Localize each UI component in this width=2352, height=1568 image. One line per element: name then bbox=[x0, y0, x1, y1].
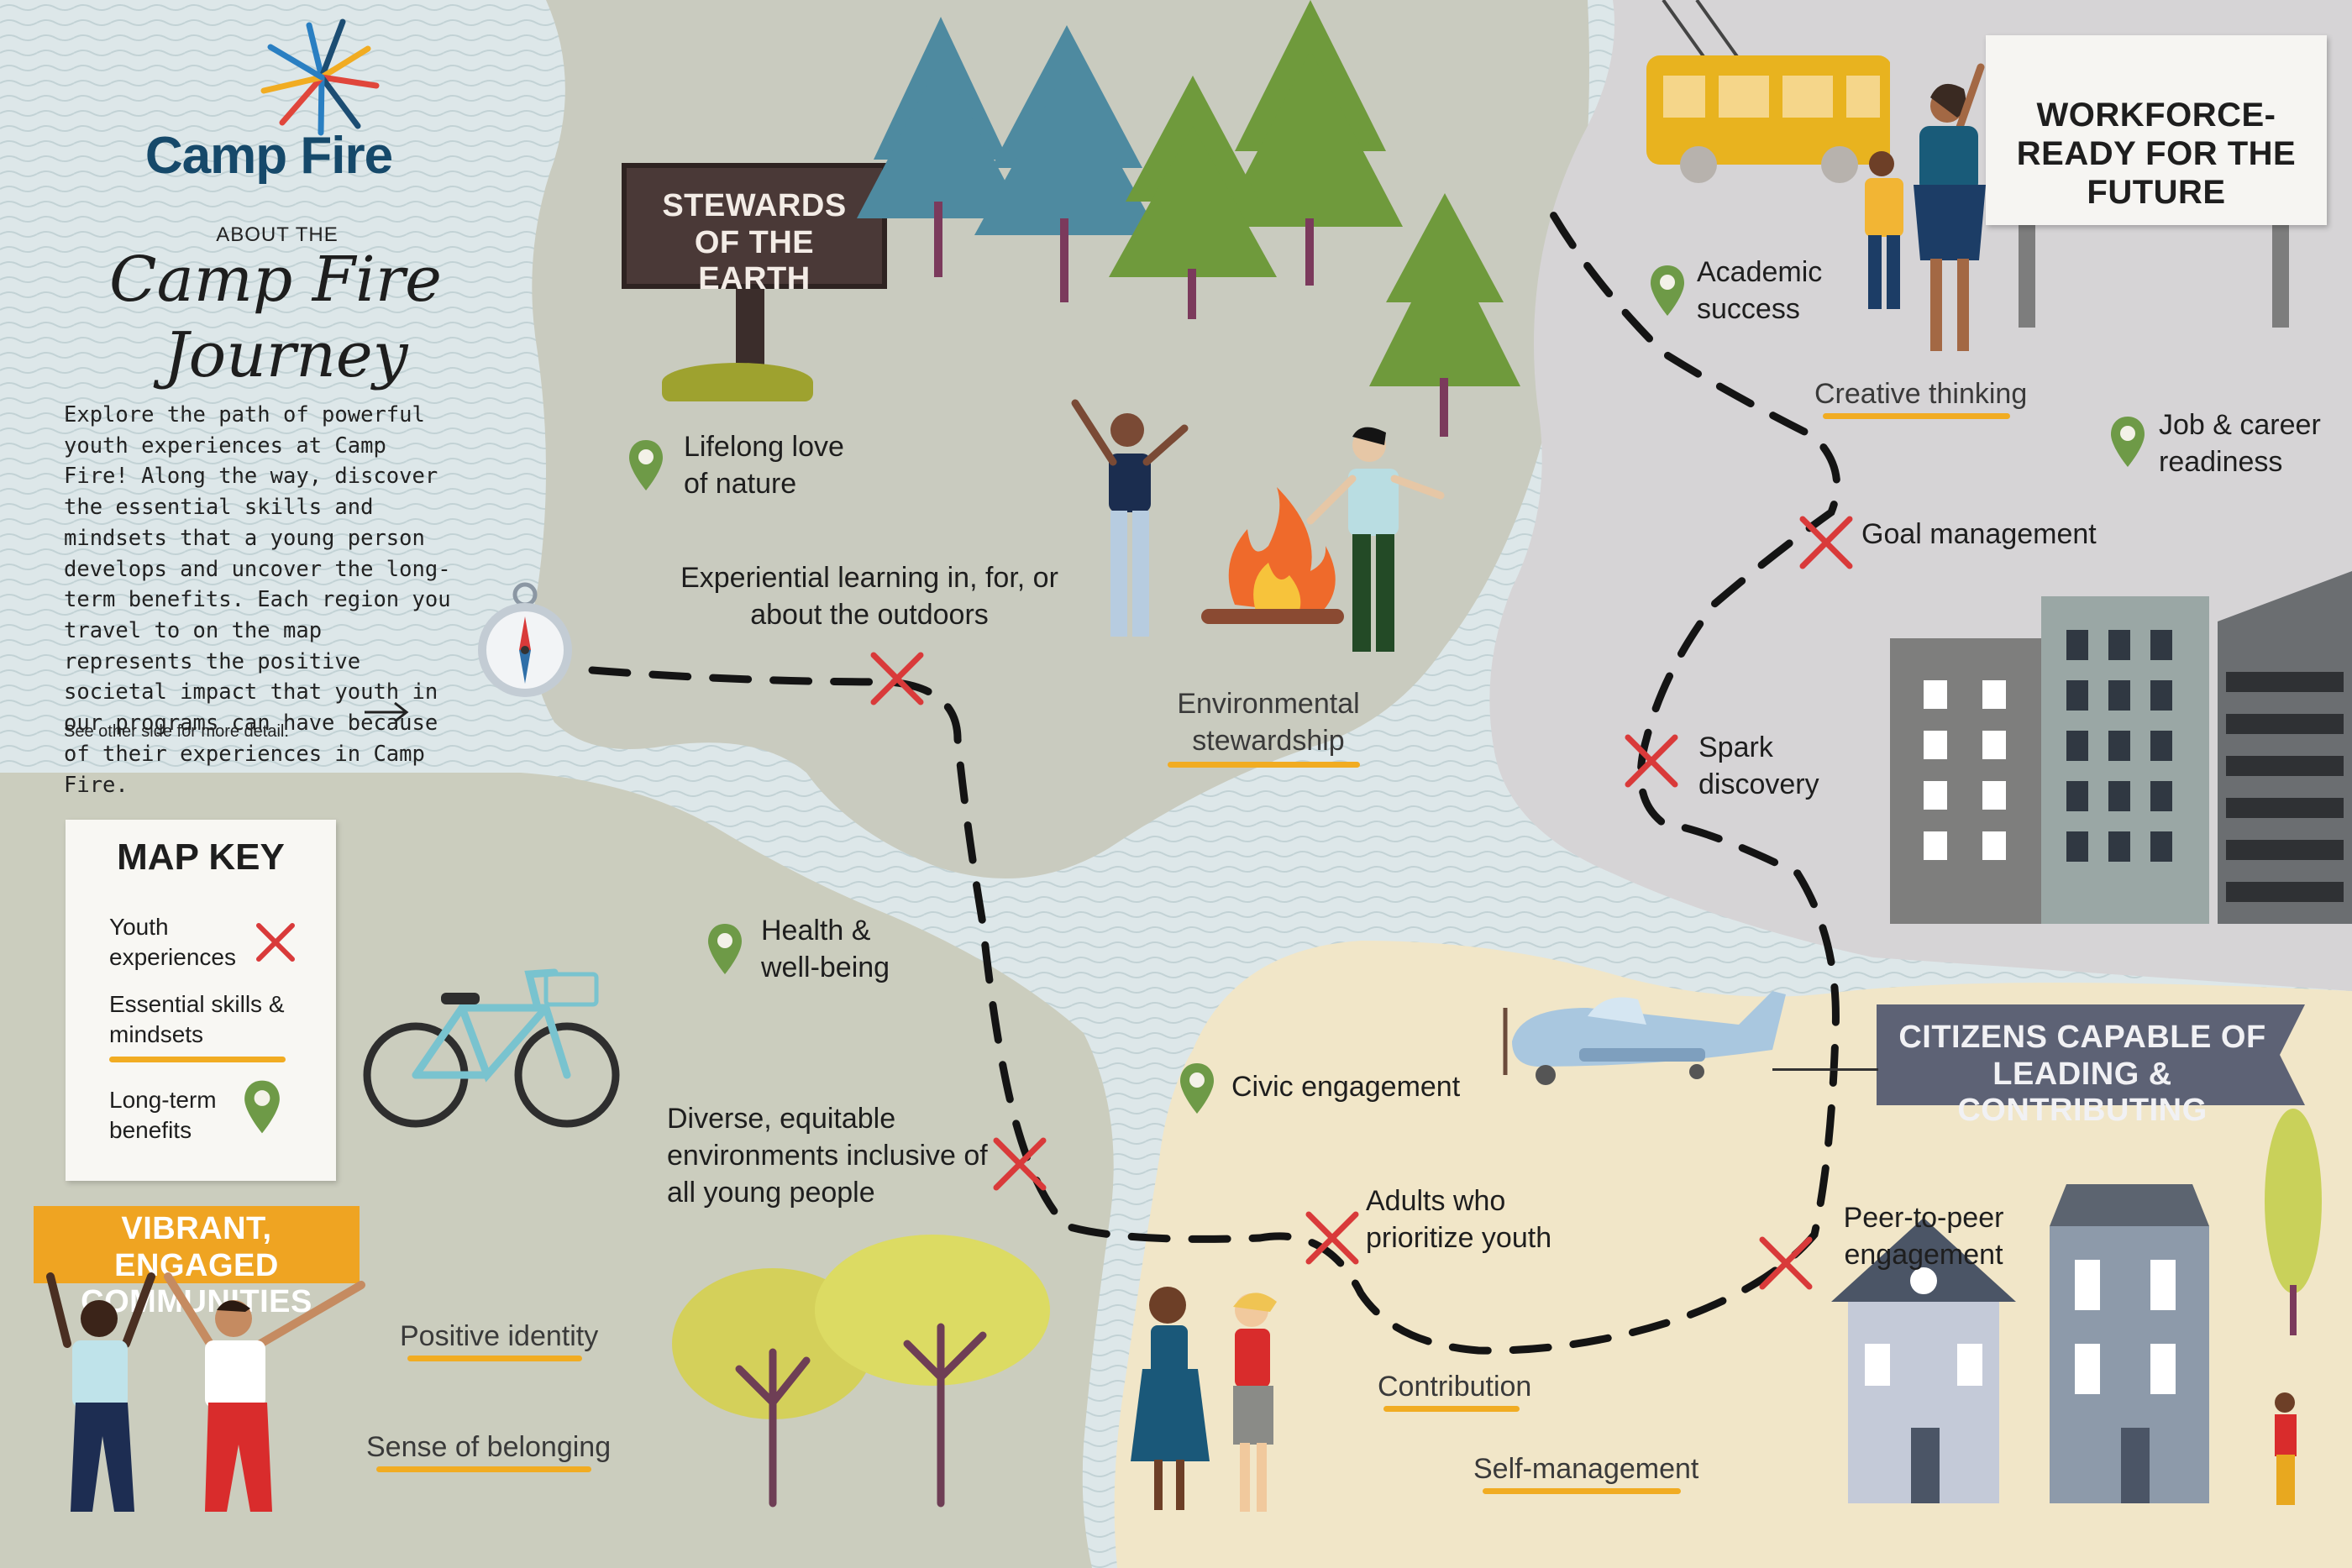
map-key-pin-icon bbox=[244, 1080, 280, 1134]
workforce-sign-post-left bbox=[2019, 210, 2035, 328]
x-mark-icon bbox=[1625, 734, 1678, 788]
trolley-bus-illustration bbox=[1646, 0, 1890, 183]
skill-positive-identity: Positive identity bbox=[400, 1320, 598, 1361]
x-mark-icon bbox=[1799, 516, 1853, 569]
compass-icon bbox=[478, 582, 572, 697]
skill-environmental-stewardship: Environmental stewardship bbox=[1159, 685, 1378, 768]
pin-icon bbox=[708, 924, 742, 974]
x-mark-icon bbox=[993, 1137, 1047, 1191]
bicycle-illustration bbox=[363, 968, 620, 1128]
intro-script-title-line2: Journey bbox=[164, 319, 408, 391]
campfire-illustration bbox=[1071, 399, 1445, 652]
banner-tow-line bbox=[1772, 1068, 1878, 1071]
x-mark-icon bbox=[870, 652, 924, 705]
stewards-region-label: STEWARDS OF THE EARTH bbox=[662, 188, 847, 297]
pin-icon bbox=[1651, 265, 1684, 316]
see-other-side-note: See other side for more detail. bbox=[64, 722, 289, 741]
stewards-sign bbox=[622, 163, 887, 289]
benefit-job-career-readiness: Job & career readiness bbox=[2159, 409, 2321, 479]
map-key-panel bbox=[66, 820, 336, 1181]
communities-banner bbox=[34, 1206, 360, 1283]
skill-sense-of-belonging: Sense of belonging bbox=[366, 1431, 611, 1472]
map-key-essential-skills: Essential skills & mindsets bbox=[109, 991, 285, 1048]
experience-spark-discovery: Spark discovery bbox=[1698, 732, 1819, 801]
x-mark-icon bbox=[1305, 1211, 1359, 1265]
community-people-illustration bbox=[46, 1272, 365, 1512]
houses-illustration bbox=[1831, 1109, 2322, 1505]
intro-about-label: ABOUT THE bbox=[216, 223, 339, 246]
camp-fire-logo-icon bbox=[260, 18, 380, 136]
pine-trees-illustration bbox=[857, 0, 1520, 437]
workforce-sign-post-right bbox=[2272, 210, 2289, 328]
benefit-lifelong-love-of-nature: Lifelong love of nature bbox=[684, 431, 844, 501]
experience-diverse-environments: Diverse, equitable environments inclusiv… bbox=[667, 1103, 988, 1209]
pin-icon bbox=[1180, 1063, 1214, 1114]
skill-contribution: Contribution bbox=[1378, 1371, 1531, 1412]
pin-icon bbox=[629, 440, 663, 490]
city-buildings-illustration bbox=[1890, 571, 2352, 924]
arrow-right-icon bbox=[365, 701, 409, 723]
workforce-sign bbox=[1986, 35, 2327, 225]
airplane-illustration bbox=[1503, 991, 1786, 1085]
intro-body: Explore the path of powerful youth exper… bbox=[64, 402, 451, 798]
map-key-title: MAP KEY bbox=[117, 836, 285, 878]
experience-adults-prioritize-youth: Adults who prioritize youth bbox=[1366, 1185, 1552, 1255]
yellow-trees-illustration bbox=[672, 1235, 1050, 1508]
brand-name: Camp Fire bbox=[144, 127, 393, 185]
skill-self-management: Self-management bbox=[1473, 1453, 1698, 1494]
skill-creative-thinking: Creative thinking bbox=[1814, 378, 2027, 419]
benefit-health-well-being: Health & well-being bbox=[761, 915, 890, 984]
youth-pair-illustration bbox=[1131, 1287, 1277, 1512]
workforce-region-label: WORKFORCE-READY FOR THE FUTURE bbox=[2016, 97, 2297, 211]
map-key-skill-underline bbox=[109, 1057, 286, 1062]
communities-region-label: VIBRANT, ENGAGED COMMUNITIES bbox=[81, 1211, 312, 1320]
experience-outdoors: Experiential learning in, for, or about … bbox=[680, 562, 1058, 632]
benefit-civic-engagement: Civic engagement bbox=[1231, 1071, 1461, 1103]
stewards-signpost bbox=[736, 277, 764, 378]
experience-peer-to-peer: Peer-to-peer engagement bbox=[1843, 1202, 2004, 1272]
map-key-youth-experiences: Youth experiences bbox=[109, 914, 236, 971]
pin-icon bbox=[2111, 417, 2145, 467]
citizens-banner bbox=[1877, 1004, 2305, 1105]
map-key-x-icon bbox=[256, 923, 295, 962]
stewards-grass bbox=[662, 363, 813, 401]
parent-child-illustration bbox=[1865, 63, 1986, 351]
x-mark-icon bbox=[1759, 1236, 1813, 1290]
intro-script-title-line1: Camp Fire bbox=[109, 244, 442, 316]
citizens-region-label: CITIZENS CAPABLE OF LEADING & CONTRIBUTI… bbox=[1898, 1020, 2266, 1129]
map-key-long-term-benefits: Long-term benefits bbox=[109, 1087, 217, 1144]
experience-goal-management: Goal management bbox=[1861, 518, 2097, 550]
benefit-academic-success: Academic success bbox=[1697, 256, 1823, 326]
